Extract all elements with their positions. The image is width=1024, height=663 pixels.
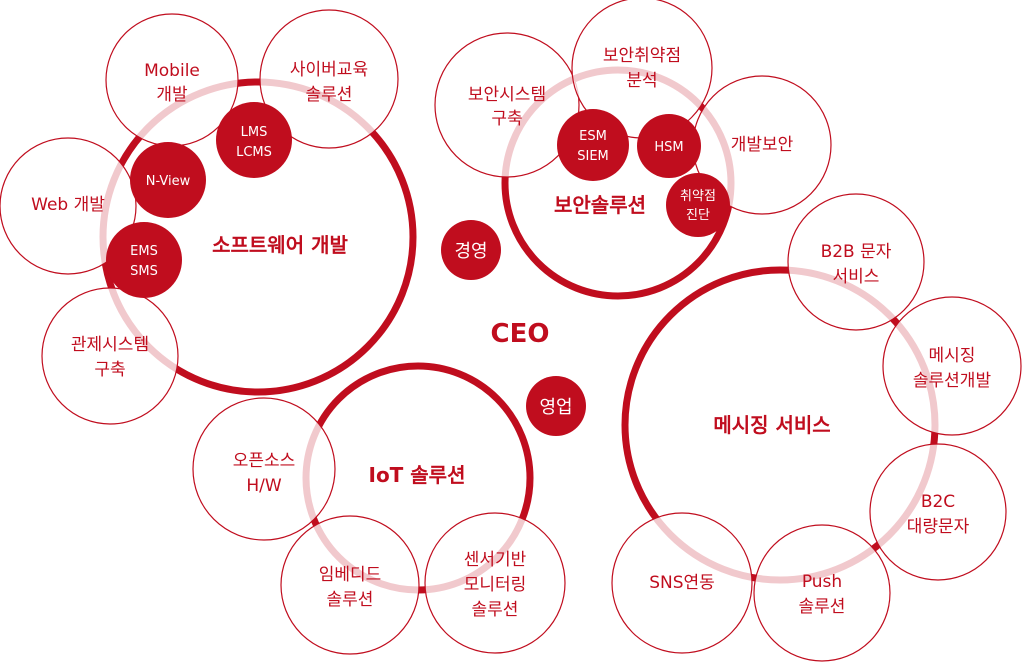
departments: 경영 영업	[441, 220, 586, 436]
svg-text:HSM: HSM	[654, 140, 683, 155]
badge-hsm: HSM	[637, 114, 701, 178]
node-secure-development: 개발보안	[692, 75, 832, 215]
svg-text:Web 개발: Web 개발	[31, 195, 105, 215]
svg-text:SNS연동: SNS연동	[649, 573, 715, 593]
department-sales: 영업	[526, 376, 586, 436]
badge-n-view: N-View	[130, 142, 206, 218]
group-label-iot: IoT 솔루션	[369, 463, 466, 487]
svg-text:N-View: N-View	[146, 174, 191, 189]
group-label-security: 보안솔루션	[554, 193, 646, 217]
svg-text:영업: 영업	[539, 397, 572, 418]
group-labels: 소프트웨어 개발 보안솔루션 IoT 솔루션 메시징 서비스	[212, 193, 831, 487]
node-web: Web 개발	[0, 137, 137, 275]
svg-text:경영: 경영	[454, 241, 487, 262]
department-management: 경영	[441, 220, 501, 280]
center-label-ceo: CEO	[491, 319, 550, 349]
group-label-software: 소프트웨어 개발	[212, 233, 348, 257]
svg-text:개발보안: 개발보안	[731, 135, 794, 155]
node-sns: SNS연동	[611, 512, 753, 654]
group-label-messaging: 메시징 서비스	[713, 413, 830, 437]
